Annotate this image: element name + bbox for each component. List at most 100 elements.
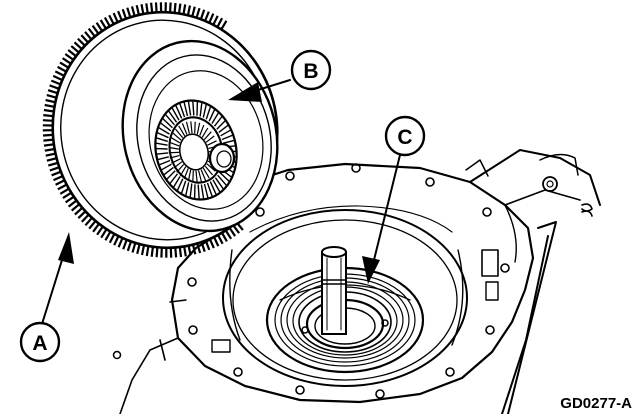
teeth-mark xyxy=(155,247,159,258)
teeth-mark xyxy=(173,2,177,13)
splines-mark xyxy=(171,107,180,121)
splines-mark xyxy=(223,139,235,144)
splines-mark xyxy=(183,101,189,117)
teeth-mark xyxy=(47,161,59,167)
teeth-mark xyxy=(42,133,54,137)
teeth-mark xyxy=(96,225,104,236)
innersplines-mark xyxy=(202,167,210,179)
teeth-mark xyxy=(136,243,141,255)
teeth-mark xyxy=(150,246,154,257)
splines-mark xyxy=(206,182,214,198)
innersplines-mark xyxy=(205,135,215,143)
callout-b-label: B xyxy=(303,60,318,83)
teeth-mark xyxy=(191,244,197,255)
callout-c: C xyxy=(362,115,426,284)
teeth-mark xyxy=(50,79,62,86)
teeth-mark xyxy=(43,108,54,113)
teeth-mark xyxy=(169,2,172,13)
innersplines-mark xyxy=(187,169,192,182)
teeth-mark xyxy=(44,103,55,108)
innersplines-mark xyxy=(179,166,187,177)
teeth-mark xyxy=(195,7,201,19)
teeth-mark xyxy=(200,241,206,252)
teeth-mark xyxy=(53,175,64,182)
splines-mark xyxy=(174,104,183,119)
innersplines-mark xyxy=(203,131,212,140)
teeth-mark xyxy=(43,143,55,147)
teeth-mark xyxy=(212,15,219,26)
teeth-mark xyxy=(108,14,115,25)
innersplines-mark xyxy=(204,165,214,176)
innersplines-mark xyxy=(174,128,184,139)
teeth-mark xyxy=(224,229,233,240)
teeth-mark xyxy=(131,242,137,253)
teeth-mark xyxy=(47,89,58,95)
teeth-mark xyxy=(121,8,128,20)
teeth-mark xyxy=(81,213,90,223)
teeth-mark xyxy=(126,241,133,252)
splines-mark xyxy=(189,183,193,198)
splines-mark xyxy=(172,176,181,189)
splines-mark xyxy=(184,182,190,197)
splines-mark xyxy=(211,111,220,124)
teeth-mark xyxy=(204,240,211,251)
teeth-mark xyxy=(77,37,86,47)
teeth-mark xyxy=(57,183,68,191)
teeth-mark xyxy=(49,166,60,172)
teeth-mark xyxy=(67,49,77,58)
splines-mark xyxy=(200,184,205,200)
teeth-mark xyxy=(103,16,111,27)
callout-c-label: C xyxy=(397,126,412,149)
innersplines-mark xyxy=(194,121,196,134)
teeth-mark xyxy=(216,17,224,28)
teeth-mark xyxy=(88,220,97,230)
teeth-mark xyxy=(87,27,96,38)
splines-mark xyxy=(212,179,221,193)
innersplines-mark xyxy=(176,164,185,173)
teeth-mark xyxy=(51,170,62,177)
teeth-mark xyxy=(80,34,89,44)
innersplines-mark xyxy=(173,161,183,169)
splines-mark xyxy=(158,159,171,166)
splines-mark xyxy=(161,117,173,129)
innersplines-mark xyxy=(192,170,194,183)
teeth-mark xyxy=(140,244,146,256)
teeth-mark xyxy=(45,98,56,104)
splines-mark xyxy=(169,173,179,185)
splines-mark xyxy=(157,126,170,135)
teeth-mark xyxy=(43,114,54,118)
splines-mark xyxy=(217,174,228,187)
teeth-mark xyxy=(187,245,192,256)
splines-mark xyxy=(197,184,200,200)
splines-mark xyxy=(176,178,184,192)
teeth-mark xyxy=(196,243,202,254)
splines-mark xyxy=(192,100,195,116)
teeth-mark xyxy=(150,2,154,13)
splines-mark xyxy=(178,102,186,118)
splines-mark xyxy=(216,119,227,130)
innersplines-mark xyxy=(171,158,181,164)
ring-gear-teeth xyxy=(42,2,244,258)
splines-mark xyxy=(213,115,223,127)
flange-bolt-holes xyxy=(187,163,510,399)
teeth-mark xyxy=(145,3,149,14)
teeth-mark xyxy=(95,22,104,32)
callout-a: A xyxy=(19,232,74,363)
splines-mark xyxy=(159,121,172,132)
innersplines-mark xyxy=(196,122,201,135)
splines-mark xyxy=(180,180,187,195)
teeth-mark xyxy=(228,227,237,237)
splines-mark xyxy=(165,170,176,181)
splines-mark xyxy=(199,102,203,117)
innersplines-mark xyxy=(178,125,186,137)
teeth-mark xyxy=(52,74,63,82)
teeth-mark xyxy=(183,246,187,257)
teeth-mark xyxy=(174,247,178,258)
teeth-mark xyxy=(99,19,107,30)
splines-mark xyxy=(220,129,232,137)
teeth-mark xyxy=(91,24,100,35)
torque-converter-drawing xyxy=(42,2,279,258)
splines-mark xyxy=(208,108,216,122)
teeth-mark xyxy=(154,2,158,13)
